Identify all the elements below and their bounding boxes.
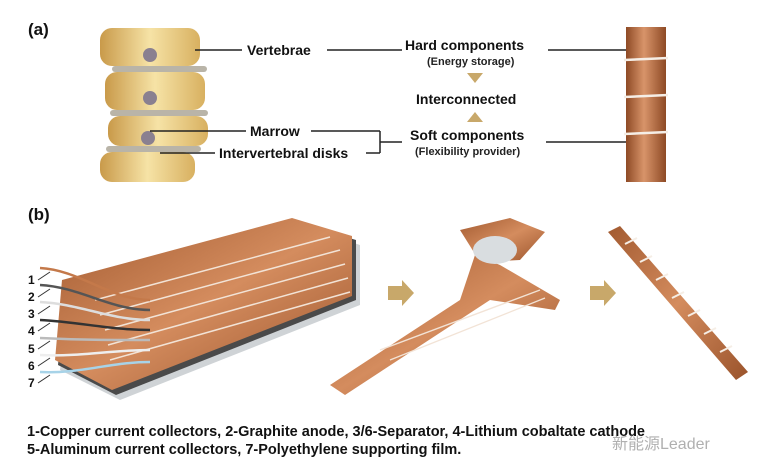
spine-illustration	[100, 28, 208, 182]
disks-label: Intervertebral disks	[219, 145, 349, 161]
soft-components-label: Soft components	[410, 127, 525, 143]
layer-number: 5	[28, 342, 35, 356]
layer-number: 3	[28, 307, 35, 321]
layer-number: 4	[28, 324, 35, 338]
final-strip	[608, 226, 748, 380]
energy-storage-label: (Energy storage)	[427, 56, 515, 68]
interconnected-label: Interconnected	[416, 91, 517, 107]
layer-number: 2	[28, 290, 35, 304]
layer-number: 1	[28, 273, 35, 287]
layer-number: 6	[28, 359, 35, 373]
flexible-battery-strip	[623, 27, 669, 182]
panel-b-label: (b)	[28, 205, 50, 224]
watermark: 新能源Leader	[612, 436, 710, 453]
vertebrae-label: Vertebrae	[247, 42, 311, 58]
caption-line-1: 1-Copper current collectors, 2-Graphite …	[27, 424, 645, 440]
process-arrow-icon	[388, 280, 414, 306]
arrow-up-icon	[467, 112, 483, 122]
marrow-label: Marrow	[250, 123, 300, 139]
flexibility-provider-label: (Flexibility provider)	[415, 146, 521, 158]
panel-a-label: (a)	[28, 20, 49, 39]
layer-number: 7	[28, 376, 35, 390]
process-arrow-icon	[590, 280, 616, 306]
connector-lines	[150, 49, 640, 154]
electrode-stack	[39, 218, 360, 400]
caption-line-2: 5-Aluminum current collectors, 7-Polyeth…	[27, 442, 462, 458]
layer-leader-lines	[37, 271, 51, 384]
folded-electrode	[330, 218, 560, 395]
arrow-down-icon	[467, 73, 483, 83]
hard-components-label: Hard components	[405, 37, 525, 53]
